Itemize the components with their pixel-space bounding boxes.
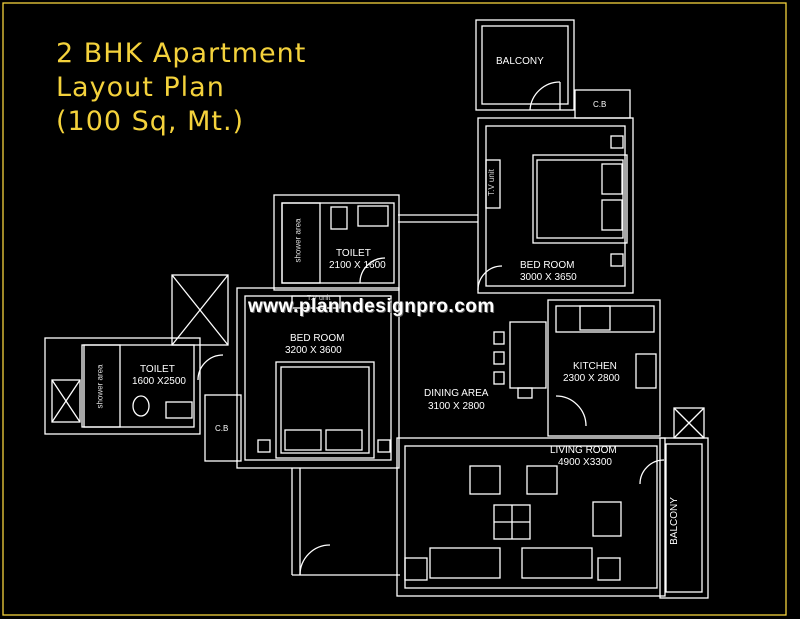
kitchen-name: KITCHEN — [573, 361, 617, 372]
bedroom-left-size: 3200 X 3600 — [285, 345, 342, 356]
plan-title-line2: Layout Plan — [56, 72, 225, 103]
tv-unit-left — [291, 295, 341, 309]
bedroom-left-name: BED ROOM — [290, 333, 345, 344]
website-watermark: www.planndesignpro.com — [248, 296, 495, 317]
shower-left-label: shower area — [95, 364, 105, 409]
balcony-top-wall — [475, 19, 575, 111]
balcony-right-wall — [659, 437, 709, 599]
plan-title-line1: 2 BHK Apartment — [56, 38, 307, 69]
drawing-frame — [2, 2, 787, 616]
toilet-left-name: TOILET — [140, 364, 175, 375]
tv-unit-right — [485, 159, 501, 209]
living-size: 4900 X3300 — [558, 457, 612, 468]
dining-name: DINING AREA — [424, 388, 489, 399]
sofa-long-2 — [521, 547, 593, 579]
cb-top-label: C.B — [593, 100, 607, 109]
kitchen-size: 2300 X 2800 — [563, 373, 620, 384]
toilet-mid-name: TOILET — [336, 248, 371, 259]
bedroom-right-size: 3000 X 3650 — [520, 272, 577, 283]
sofa-chair-2 — [526, 465, 558, 495]
living-room-wall — [396, 437, 666, 597]
toilet-left-wall — [44, 337, 201, 435]
balcony-top-label: BALCONY — [496, 56, 544, 67]
bedroom-right-wall — [477, 117, 634, 294]
tv-unit-right-label: T.V unit — [486, 169, 496, 196]
dining-size: 3100 X 2800 — [428, 401, 485, 412]
bed-right — [532, 154, 628, 244]
toilet-mid-size: 2100 X 1600 — [329, 260, 386, 271]
living-name: LIVING ROOM — [550, 445, 617, 456]
bed-left — [275, 361, 375, 459]
kitchen-wall — [547, 299, 661, 437]
toilet-mid-wall — [273, 194, 400, 291]
stove — [579, 305, 611, 331]
cb-left-label: C.B — [215, 424, 229, 433]
toilet-left-size: 1600 X2500 — [132, 376, 186, 387]
plan-title-line3: (100 Sq, Mt.) — [56, 106, 245, 137]
shower-mid-label: shower area — [293, 218, 303, 263]
sofa-long-1 — [429, 547, 501, 579]
bedroom-left-wall — [236, 287, 400, 469]
cb-left-box — [204, 394, 242, 462]
sofa-chair-1 — [469, 465, 501, 495]
bedroom-right-name: BED ROOM — [520, 260, 575, 271]
tv-unit-left-label: T.V unit — [307, 295, 331, 302]
balcony-right-label: BALCONY — [668, 497, 680, 545]
dining-table — [509, 321, 547, 389]
